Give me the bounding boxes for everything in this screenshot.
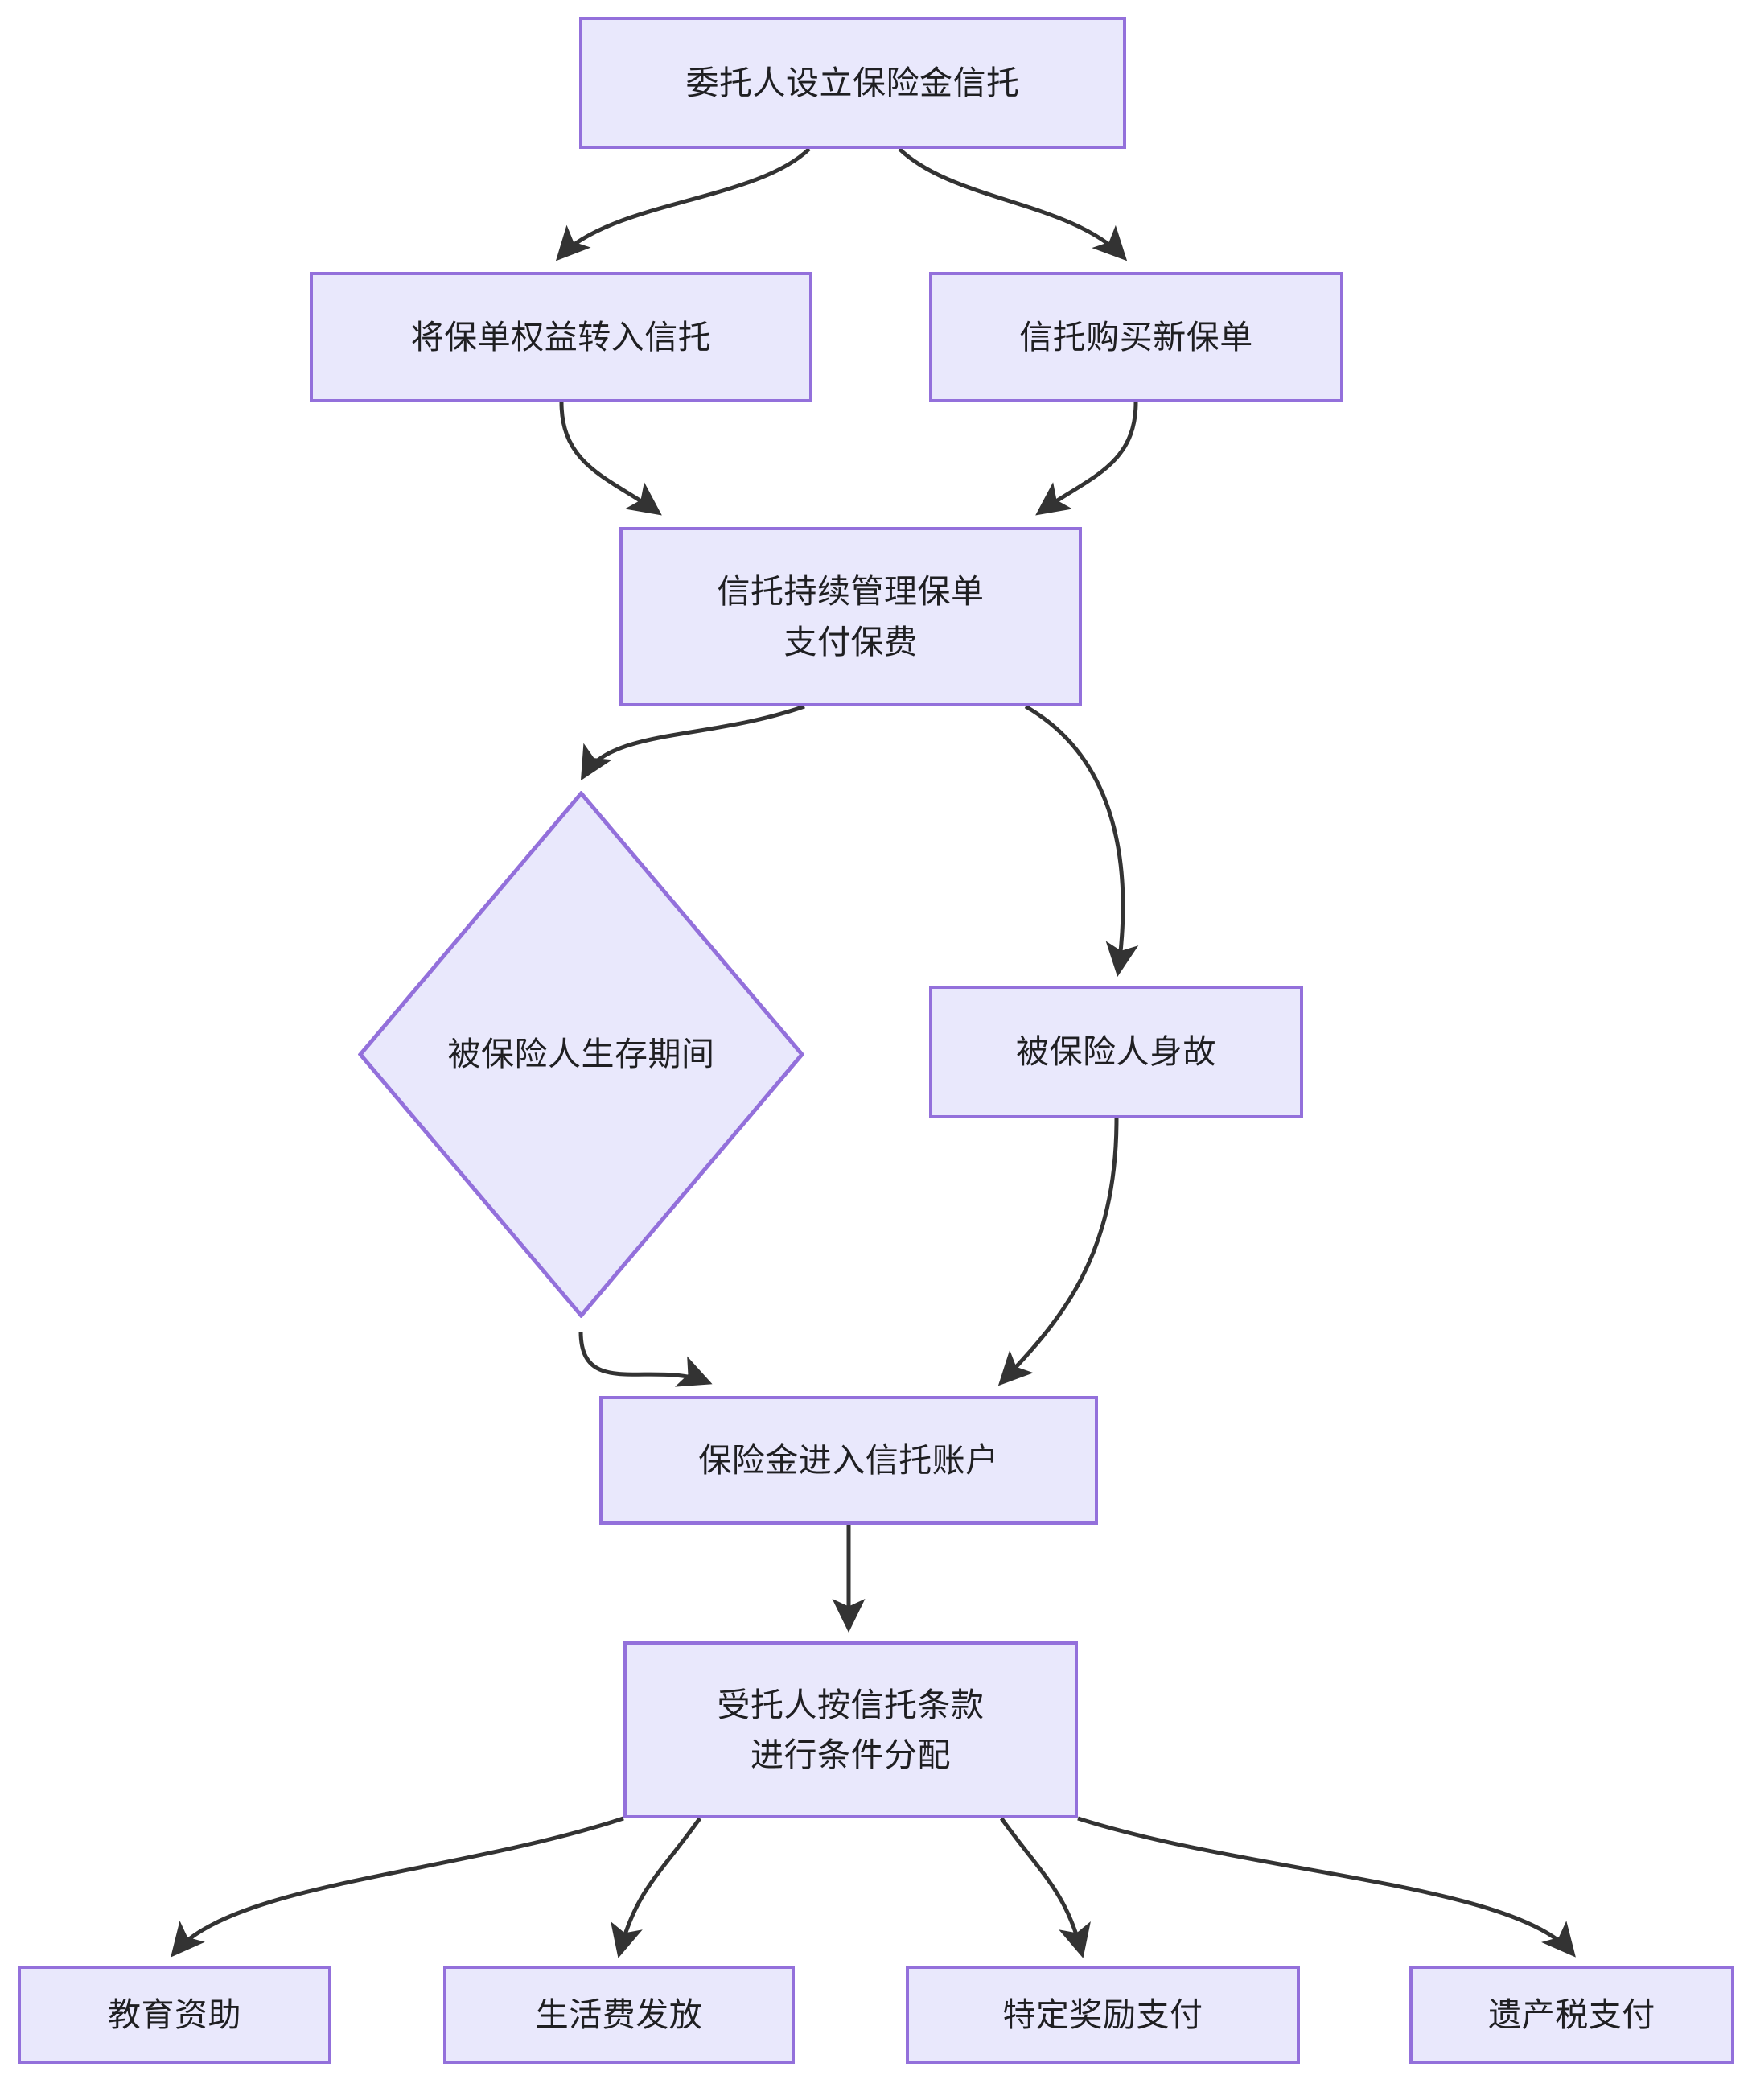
node-label: 信托持续管理保单 支付保费: [717, 572, 985, 661]
node-trust-manages-policy[interactable]: 信托持续管理保单 支付保费: [619, 527, 1082, 706]
node-insured-alive-decision[interactable]: 被保险人生存期间: [358, 791, 804, 1318]
node-label: 信托购买新保单: [1019, 317, 1253, 356]
node-insured-deceased[interactable]: 被保险人身故: [929, 986, 1303, 1118]
node-label: 教育资助: [108, 1995, 241, 2034]
edge-n2-n4: [559, 401, 662, 516]
edge-n8-n9: [171, 1816, 624, 1958]
node-label: 被保险人生存期间: [447, 1035, 715, 1074]
edge-n8-n13: [1077, 1816, 1576, 1958]
node-living-expense-payout[interactable]: 生活费发放: [443, 1966, 795, 2064]
node-estate-tax-payment[interactable]: 遗产税支付: [1409, 1966, 1734, 2064]
node-label: 被保险人身故: [1016, 1032, 1216, 1072]
node-label: 特定奖励支付: [1002, 1995, 1203, 2034]
node-label: 生活费发放: [535, 1995, 703, 2034]
edge-n1-n2: [555, 147, 811, 261]
node-special-incentive-payment[interactable]: 特定奖励支付: [906, 1966, 1300, 2064]
edge-n6-n7: [997, 1118, 1119, 1386]
node-settlor-establishes-trust[interactable]: 委托人设立保险金信托: [579, 17, 1126, 149]
edge-n1-n3: [898, 147, 1128, 261]
node-proceeds-into-trust-account[interactable]: 保险金进入信托账户: [599, 1396, 1098, 1525]
edge-n4-n6: [1024, 704, 1139, 977]
edge-n5-n7: [578, 1331, 713, 1387]
node-label: 受托人按信托条款 进行条件分配: [717, 1685, 985, 1774]
node-label: 委托人设立保险金信托: [685, 63, 1020, 102]
edge-n4-n5: [580, 704, 805, 781]
edge-n8-n11: [611, 1817, 702, 1958]
edge-n3-n4: [1035, 401, 1138, 516]
node-trustee-conditional-distribution[interactable]: 受托人按信托条款 进行条件分配: [623, 1641, 1078, 1818]
node-label: 遗产税支付: [1488, 1995, 1655, 2034]
node-education-funding[interactable]: 教育资助: [18, 1966, 331, 2064]
node-transfer-policy-rights[interactable]: 将保单权益转入信托: [310, 272, 812, 402]
node-label: 将保单权益转入信托: [410, 317, 712, 356]
edge-n8-n12: [999, 1817, 1091, 1958]
node-label: 保险金进入信托账户: [698, 1440, 999, 1480]
diamond-shape: [358, 791, 804, 1318]
node-trust-buys-new-policy[interactable]: 信托购买新保单: [929, 272, 1343, 402]
